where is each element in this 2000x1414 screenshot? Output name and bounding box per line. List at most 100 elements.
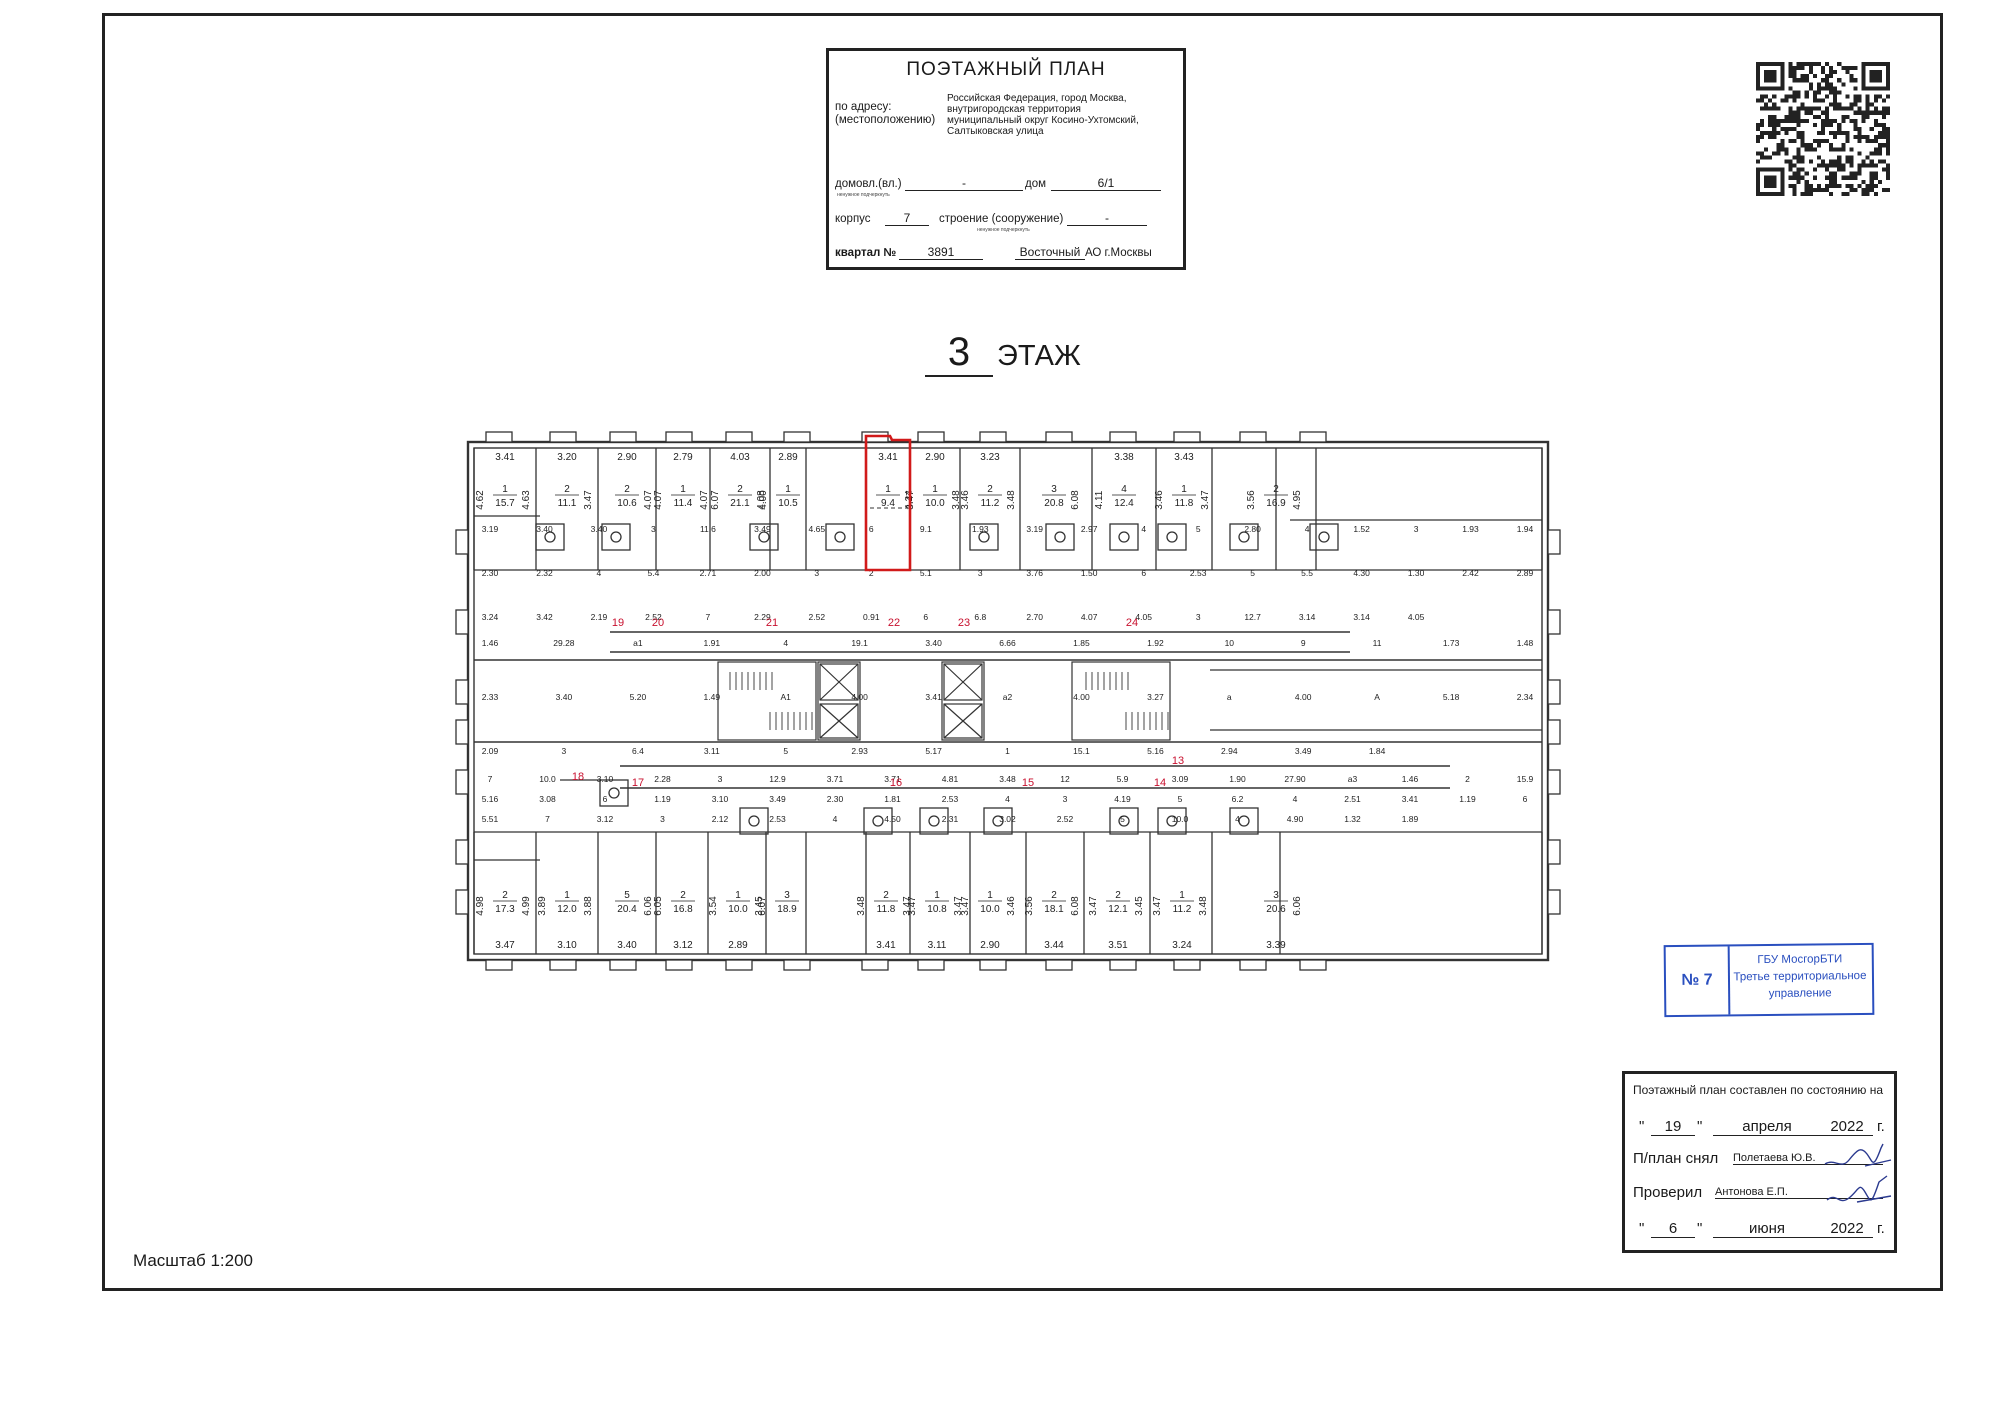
qr-module — [1885, 110, 1890, 115]
qr-module — [1820, 159, 1826, 164]
qr-module — [1873, 135, 1878, 140]
kvartal-label: квартал № — [835, 247, 897, 259]
qr-module — [1792, 171, 1797, 176]
qr-module — [1788, 86, 1793, 91]
qr-module — [1808, 147, 1813, 152]
qr-module — [1849, 183, 1854, 188]
qr-module — [1845, 66, 1850, 71]
room-height: 6.07 — [710, 490, 721, 510]
qr-module — [1885, 163, 1890, 168]
room-height: 3.47 — [953, 896, 964, 916]
qr-module — [1820, 98, 1826, 103]
window — [979, 431, 1007, 443]
dim-label: 3.49 — [769, 794, 786, 804]
qr-module — [1829, 179, 1834, 184]
dim-label: 5 — [783, 746, 788, 756]
qr-module — [1877, 131, 1882, 136]
state-block: Поэтажный план составлен по состоянию на… — [1622, 1071, 1897, 1253]
qr-module — [1881, 110, 1886, 115]
qr-module — [1873, 183, 1878, 188]
qr-module — [1764, 106, 1769, 111]
qr-module — [1857, 106, 1862, 111]
qr-module — [1837, 159, 1842, 164]
dim-label: 2.30 — [482, 568, 499, 578]
qr-module — [1780, 139, 1785, 144]
dim-label: 4.65 — [809, 524, 826, 534]
qr-module — [1881, 143, 1886, 148]
address-text: Российская Федерация, город Москва, внут… — [947, 93, 1177, 137]
room-area: 21.1 — [730, 498, 750, 509]
qr-module — [1873, 191, 1878, 196]
qr-module — [1804, 147, 1809, 152]
qr-module — [1812, 187, 1817, 192]
scale-label: Масштаб 1:200 — [133, 1251, 253, 1270]
dim-label: 10.0 — [539, 774, 556, 784]
qr-module — [1776, 143, 1781, 148]
qr-module — [1804, 74, 1809, 79]
qr-module — [1857, 139, 1862, 144]
dim-label: 3.19 — [1026, 524, 1043, 534]
sink-icon — [992, 815, 1004, 827]
qr-module — [1885, 106, 1890, 111]
qr-module — [1857, 135, 1862, 140]
room-area: 10.0 — [728, 904, 748, 915]
qr-module — [1845, 131, 1850, 136]
qr-module — [1853, 187, 1858, 192]
dim-label: a1 — [633, 638, 643, 648]
qr-module — [1804, 78, 1809, 83]
qr-module — [1804, 171, 1809, 176]
room-height: 3.48 — [1198, 896, 1209, 916]
qr-module — [1772, 122, 1777, 127]
stamp-number: № 7 — [1665, 946, 1731, 1016]
stamp-line: ГБУ МосгорБТИ — [1757, 953, 1843, 967]
dim-label: 29.28 — [553, 638, 575, 648]
domovl-label: домовл.(вл.) — [835, 178, 902, 190]
qr-module — [1825, 86, 1830, 91]
date1-day: 19 — [1651, 1118, 1695, 1136]
address-line: Российская Федерация, город Москва, — [947, 93, 1127, 104]
room-width: 2.90 — [980, 940, 1000, 951]
qr-module — [1853, 66, 1858, 71]
qr-module — [1780, 147, 1785, 152]
qr-module — [1849, 159, 1854, 164]
window — [783, 959, 811, 971]
qr-module — [1869, 139, 1874, 144]
dim-label: 1.81 — [884, 794, 901, 804]
room-area: 20.4 — [617, 904, 637, 915]
bath-fixture — [983, 807, 1013, 835]
dim-label: 10.0 — [1172, 814, 1189, 824]
qr-module — [1833, 118, 1838, 123]
room-height: 4.99 — [521, 896, 532, 916]
qr-module — [1756, 135, 1761, 140]
qr-module — [1760, 131, 1765, 136]
qr-module — [1808, 106, 1813, 111]
qr-module — [1869, 163, 1874, 168]
qr-module — [1833, 159, 1838, 164]
qr-module — [1800, 159, 1805, 164]
dim-label: 5.16 — [482, 794, 499, 804]
qr-module — [1857, 163, 1862, 168]
qr-module — [1784, 118, 1789, 123]
dim-label: 3.49 — [1295, 746, 1312, 756]
qr-module — [1837, 122, 1842, 127]
window — [861, 959, 889, 971]
qr-module — [1845, 106, 1850, 111]
room-height: 4.07 — [643, 490, 654, 510]
qr-module — [1792, 187, 1797, 192]
qr-module — [1768, 98, 1773, 103]
room-height: 3.48 — [856, 896, 867, 916]
qr-module — [1796, 179, 1801, 184]
bath-fixture — [919, 807, 949, 835]
qr-module — [1849, 187, 1854, 192]
sink-icon — [1118, 815, 1130, 827]
qr-module — [1833, 86, 1838, 91]
room-width: 4.03 — [730, 452, 750, 463]
qr-module — [1853, 94, 1858, 99]
qr-module — [1837, 90, 1842, 95]
qr-module — [1833, 163, 1838, 168]
dim-label: 3.40 — [591, 524, 608, 534]
room-area: 18.9 — [777, 904, 797, 915]
qr-module — [1841, 114, 1846, 119]
